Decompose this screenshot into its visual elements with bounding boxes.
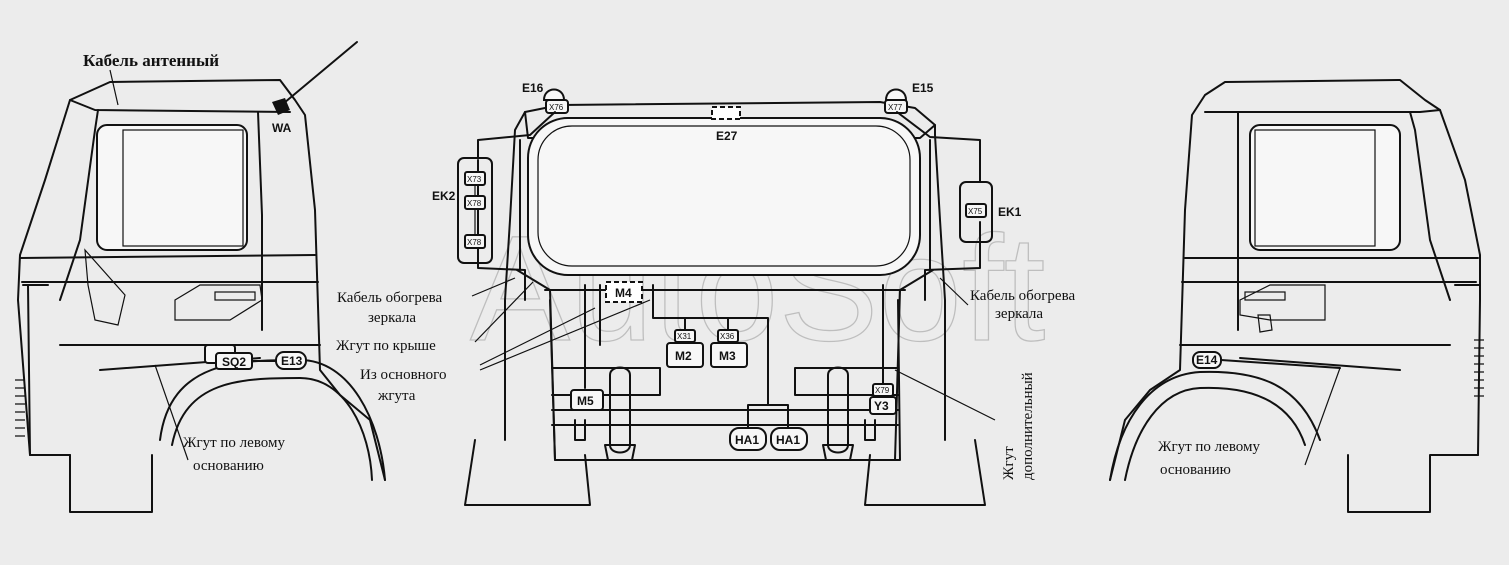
component-m5-box <box>570 389 604 411</box>
component-e13: E13 <box>281 354 303 368</box>
ek2-mirror <box>457 157 493 264</box>
label-wa: WA <box>272 121 292 135</box>
ek1-mirror <box>959 181 993 243</box>
label-left-base-harness-right-2: основанию <box>1160 462 1231 478</box>
connector-x36: X36 <box>720 332 735 341</box>
right-cab-grille <box>1474 339 1484 397</box>
label-ek2: EK2 <box>432 189 456 203</box>
component-m2-box <box>666 342 704 368</box>
label-aux-harness-1: Жгут <box>1001 446 1017 480</box>
component-e14: E14 <box>1196 353 1218 367</box>
component-y3: Y3 <box>874 399 889 413</box>
label-e15: E15 <box>912 81 934 95</box>
right-cab-side-view: E14 Жгут по левому основанию <box>1109 79 1484 513</box>
label-e27: E27 <box>716 129 738 143</box>
right-cab-window <box>1249 124 1401 251</box>
label-roof-harness: Жгут по крыше <box>336 338 436 354</box>
center-rear-view: X76 E16 X77 E15 E27 X73 X78 X78 EK2 X75 … <box>432 81 1022 506</box>
label-mirror-heat-right-2: зеркала <box>995 306 1043 322</box>
label-mirror-heat-left-1: Кабель обогрева <box>337 290 442 306</box>
component-ha1-right-box <box>770 427 808 451</box>
connector-x76: X76 <box>549 103 564 112</box>
label-left-base-harness-2: основанию <box>193 458 264 474</box>
connector-x77: X77 <box>888 103 903 112</box>
label-aux-harness-2: дополнительный <box>1020 372 1036 480</box>
label-mirror-heat-left-2: зеркала <box>368 310 416 326</box>
component-ha1-left: HA1 <box>735 433 759 447</box>
component-m2: M2 <box>675 349 692 363</box>
connector-x75: X75 <box>968 207 983 216</box>
connector-x79: X79 <box>875 386 890 395</box>
label-left-base-harness-1: Жгут по левому <box>183 435 286 451</box>
component-m4-box <box>605 281 643 303</box>
antenna-mount-icon <box>272 98 290 115</box>
label-mirror-heat-right-1: Кабель обогрева <box>970 288 1075 304</box>
component-m3-box <box>710 342 748 368</box>
component-m3: M3 <box>719 349 736 363</box>
connector-x73: X73 <box>467 175 482 184</box>
left-cab-side-view: Кабель антенный WA SQ2 E13 Жгут по левом… <box>15 41 386 513</box>
component-sq2: SQ2 <box>222 355 246 369</box>
label-antenna-cable: Кабель антенный <box>83 51 219 70</box>
component-y3-box <box>869 396 897 415</box>
component-ha1-left-box <box>729 427 767 451</box>
label-main-harness-2: жгута <box>377 388 416 404</box>
connector-x31: X31 <box>677 332 692 341</box>
connector-x78-b: X78 <box>467 199 482 208</box>
left-cab-window <box>96 124 248 251</box>
connector-x78-c: X78 <box>467 238 482 247</box>
antenna-icon <box>277 41 358 109</box>
component-m5: M5 <box>577 394 594 408</box>
label-ek1: EK1 <box>998 205 1022 219</box>
component-ha1-right: HA1 <box>776 433 800 447</box>
label-main-harness-1: Из основного <box>360 367 446 383</box>
component-m4: M4 <box>615 286 632 300</box>
label-left-base-harness-right-1: Жгут по левому <box>1158 439 1261 455</box>
label-e16: E16 <box>522 81 544 95</box>
left-cab-grille <box>15 379 25 437</box>
